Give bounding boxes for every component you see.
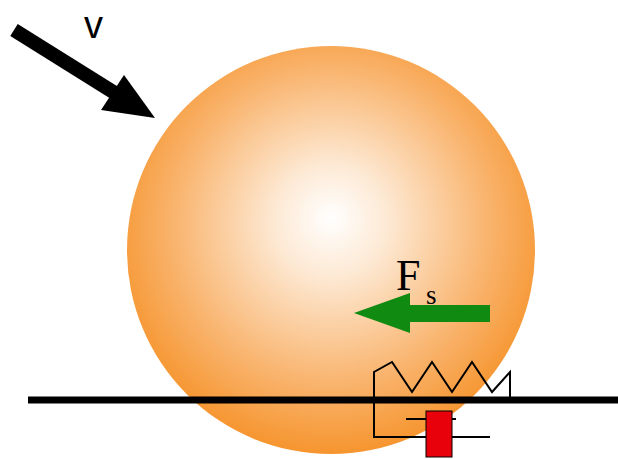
ball [127, 46, 535, 454]
velocity-label: v [84, 6, 103, 44]
force-label: F [396, 254, 420, 298]
ground-line [28, 397, 618, 404]
force-arrow [354, 293, 490, 333]
sensor-block [426, 411, 452, 457]
force-subscript: s [426, 282, 437, 309]
